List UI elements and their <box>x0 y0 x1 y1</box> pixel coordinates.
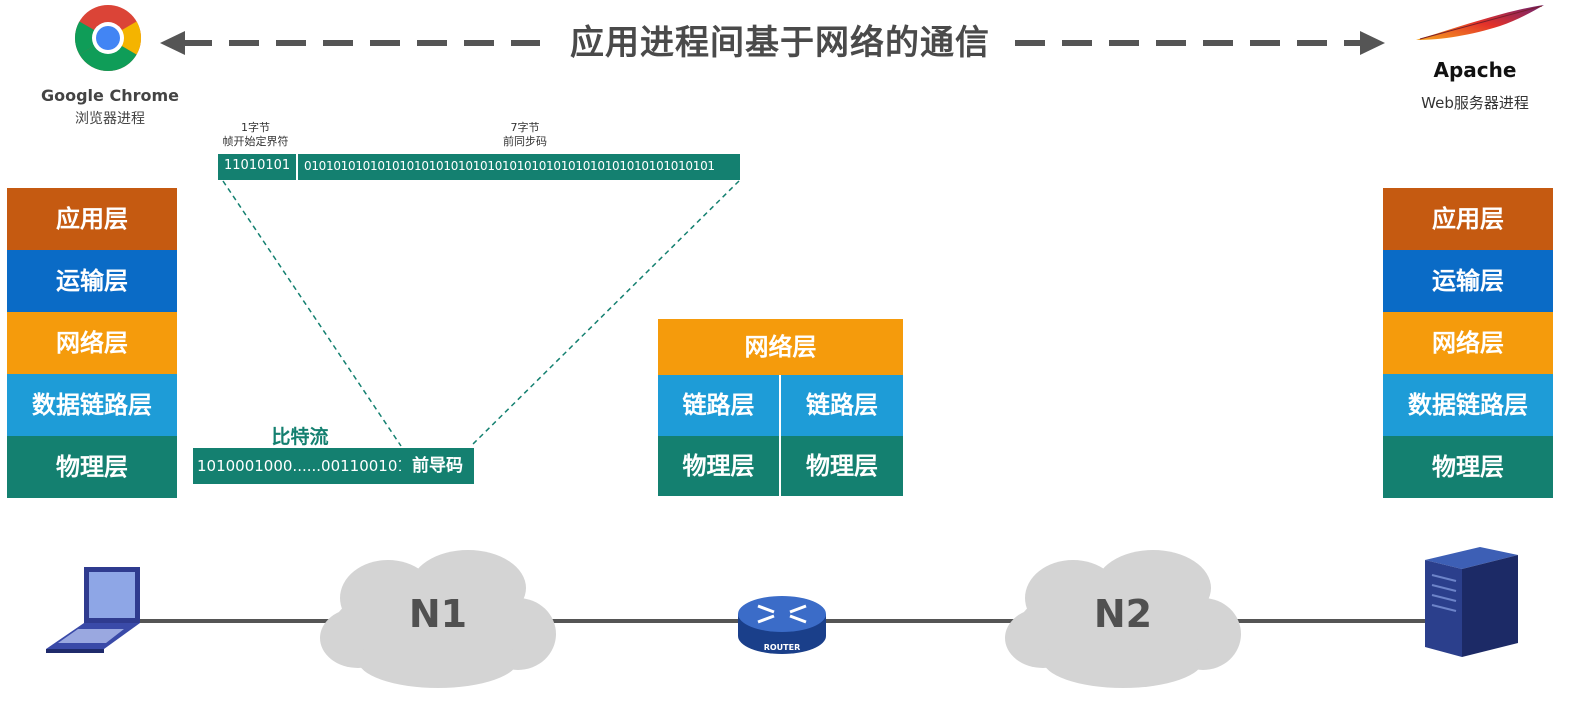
preamble-name-label: 前同步码 <box>503 135 547 148</box>
router-icon <box>738 596 826 654</box>
sfd-size-label: 1字节 <box>241 121 270 134</box>
client-process-label: 浏览器进程 <box>75 111 145 127</box>
right-datalink-layer: 数据链路层 <box>1383 374 1553 436</box>
right-physical-layer: 物理层 <box>1383 436 1553 498</box>
sfd-name-label: 帧开始定界符 <box>222 135 289 148</box>
server-app-name: Apache <box>1433 58 1517 82</box>
apache-feather-icon <box>1416 5 1544 40</box>
page-title: 应用进程间基于网络的通信 <box>570 23 990 63</box>
network-n2-label: N2 <box>1093 592 1153 636</box>
bitstream-bits: 1010001000......0011001010 <box>193 448 416 484</box>
preamble-bits: 0101010101010101010101010101010101010101… <box>298 154 740 180</box>
server-process-label: Web服务器进程 <box>1421 94 1529 112</box>
sfd-bits: 11010101 <box>218 154 296 180</box>
communication-arrow <box>160 31 1385 55</box>
left-datalink-layer: 数据链路层 <box>7 374 177 436</box>
server-tower-icon <box>1425 547 1518 657</box>
cloud-icon <box>1005 550 1241 688</box>
router-link-layer-left: 链路层 <box>658 375 779 436</box>
left-application-layer: 应用层 <box>7 188 177 250</box>
bitstream-preamble-tag: 前导码 <box>401 448 474 484</box>
preamble-size-label: 7字节 <box>510 121 540 134</box>
router-physical-layer-left: 物理层 <box>658 436 779 496</box>
network-n1-label: N1 <box>408 592 468 636</box>
left-network-layer: 网络层 <box>7 312 177 374</box>
right-transport-layer: 运输层 <box>1383 250 1553 312</box>
left-physical-layer: 物理层 <box>7 436 177 498</box>
right-application-layer: 应用层 <box>1383 188 1553 250</box>
router-network-layer: 网络层 <box>658 319 903 375</box>
cloud-icon <box>320 550 556 688</box>
chrome-logo-icon <box>74 5 142 72</box>
left-transport-layer: 运输层 <box>7 250 177 312</box>
client-app-name: Google Chrome <box>40 86 179 105</box>
router-label: ROUTER <box>763 643 801 652</box>
right-network-layer: 网络层 <box>1383 312 1553 374</box>
bitstream-title: 比特流 <box>271 426 329 448</box>
router-link-layer-right: 链路层 <box>781 375 903 436</box>
router-physical-layer-right: 物理层 <box>781 436 903 496</box>
laptop-icon <box>46 567 140 653</box>
